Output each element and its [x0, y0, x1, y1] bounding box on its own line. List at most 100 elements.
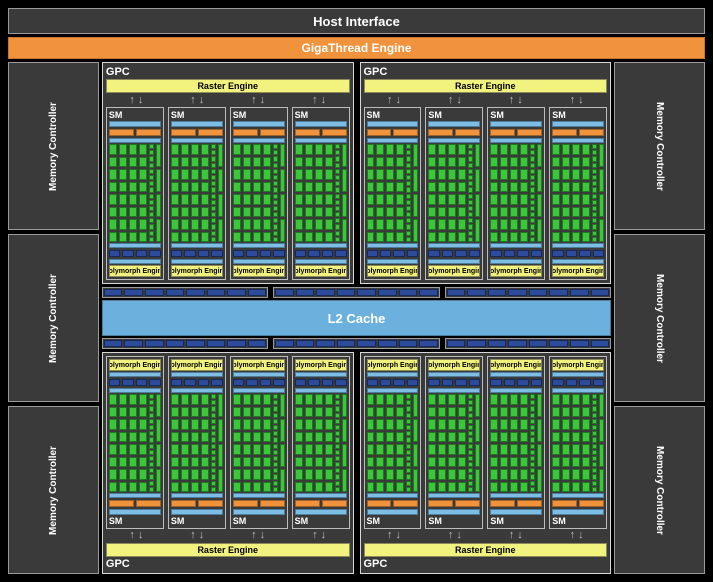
- arrow-pair: ↑↓: [424, 529, 485, 542]
- load-store-unit: [148, 230, 154, 236]
- instruction-cache-bar: [294, 509, 347, 515]
- arrow-pair: ↑↓: [485, 94, 546, 107]
- load-store-unit: [148, 424, 154, 431]
- cuda-core: [582, 394, 591, 405]
- shared-memory-block: [579, 250, 591, 257]
- polymorph-engine-label: Polymorph Engine: [552, 361, 603, 369]
- cuda-core: [386, 156, 395, 167]
- load-store-unit: [468, 224, 474, 230]
- cuda-core: [170, 481, 179, 492]
- cuda-core: [552, 456, 561, 467]
- host-interface-block: Host Interface: [8, 8, 705, 34]
- load-store-unit: [592, 431, 598, 437]
- memory-controller-label: Memory Controller: [47, 445, 59, 535]
- sm-block: SMPolymorph Engine: [425, 356, 484, 529]
- register-file-bar: [108, 493, 161, 498]
- cuda-core: [386, 431, 395, 442]
- load-store-unit: [406, 443, 412, 449]
- cuda-core: [376, 444, 385, 455]
- cuda-core: [500, 206, 509, 217]
- cuda-core: [376, 481, 385, 492]
- special-function-unit-column: [599, 144, 605, 242]
- cuda-core: [314, 181, 323, 192]
- shared-memory-block: [335, 250, 347, 257]
- special-function-unit: [217, 419, 223, 442]
- special-function-unit-column: [217, 144, 223, 242]
- memory-controller-right-2: Memory Controller: [614, 406, 705, 574]
- load-store-unit: [210, 443, 216, 449]
- load-store-unit: [334, 449, 340, 455]
- shared-memory-block: [503, 379, 516, 386]
- load-store-unit: [210, 449, 216, 455]
- cuda-core: [180, 169, 189, 180]
- gigathread-engine-block: GigaThread Engine: [8, 37, 705, 59]
- cuda-core: [582, 456, 591, 467]
- cuda-core: [458, 456, 467, 467]
- load-store-unit: [468, 156, 474, 162]
- load-store-unit: [272, 486, 278, 492]
- sm-label: SM: [428, 110, 442, 120]
- cuda-core: [314, 469, 323, 480]
- polymorph-engine-label: Polymorph Engine: [294, 267, 346, 275]
- cuda-core: [428, 469, 437, 480]
- cuda-core: [438, 206, 447, 217]
- instruction-cache-bar: [294, 121, 347, 127]
- cuda-core: [200, 469, 209, 480]
- execution-units: [552, 144, 605, 242]
- cuda-core: [108, 431, 117, 442]
- cuda-core: [490, 431, 499, 442]
- warp-scheduler-row: [428, 129, 481, 136]
- load-store-unit: [334, 218, 340, 224]
- cuda-core: [562, 394, 571, 405]
- cuda-core: [396, 456, 405, 467]
- cuda-core: [324, 431, 333, 442]
- load-store-unit: [334, 480, 340, 486]
- rop-unit: [295, 289, 315, 296]
- sm-label: SM: [490, 516, 504, 526]
- arrow-down-icon: ↓: [320, 529, 327, 541]
- cuda-core: [242, 394, 251, 405]
- cuda-core: [190, 444, 199, 455]
- load-store-unit: [334, 236, 340, 242]
- cuda-core: [138, 156, 147, 167]
- cuda-core: [138, 181, 147, 192]
- rop-unit: [145, 289, 164, 296]
- special-function-unit: [475, 219, 481, 242]
- instruction-cache-bar: [232, 121, 285, 127]
- shared-memory-row: [490, 250, 543, 257]
- cuda-core: [500, 431, 509, 442]
- cuda-core: [386, 194, 395, 205]
- load-store-unit: [272, 168, 278, 174]
- cuda-core: [396, 169, 405, 180]
- load-store-unit: [148, 468, 154, 474]
- cuda-core: [438, 394, 447, 405]
- shared-memory-block: [455, 250, 467, 257]
- cuda-core: [582, 194, 591, 205]
- cuda-core-grid: [552, 144, 591, 242]
- load-store-unit: [210, 412, 216, 418]
- cuda-core: [366, 444, 375, 455]
- execution-units: [490, 394, 543, 492]
- special-function-unit: [599, 144, 605, 167]
- cuda-core: [428, 444, 437, 455]
- shared-memory-block: [565, 250, 578, 257]
- cuda-core: [324, 156, 333, 167]
- load-store-unit: [272, 431, 278, 437]
- load-store-unit: [592, 424, 598, 431]
- memory-controller-right-1: Memory Controller: [614, 234, 705, 402]
- load-store-unit: [148, 406, 154, 412]
- load-store-unit: [272, 224, 278, 230]
- execution-units: [428, 144, 481, 242]
- sm-label: SM: [366, 110, 381, 120]
- cuda-core: [500, 469, 509, 480]
- cuda-core: [252, 156, 261, 167]
- load-store-unit-column: [592, 144, 598, 242]
- load-store-unit: [210, 230, 216, 236]
- warp-scheduler: [170, 129, 196, 136]
- special-function-unit: [475, 394, 481, 417]
- cuda-core: [138, 394, 147, 405]
- rop-unit: [549, 340, 568, 347]
- load-store-unit: [148, 162, 154, 168]
